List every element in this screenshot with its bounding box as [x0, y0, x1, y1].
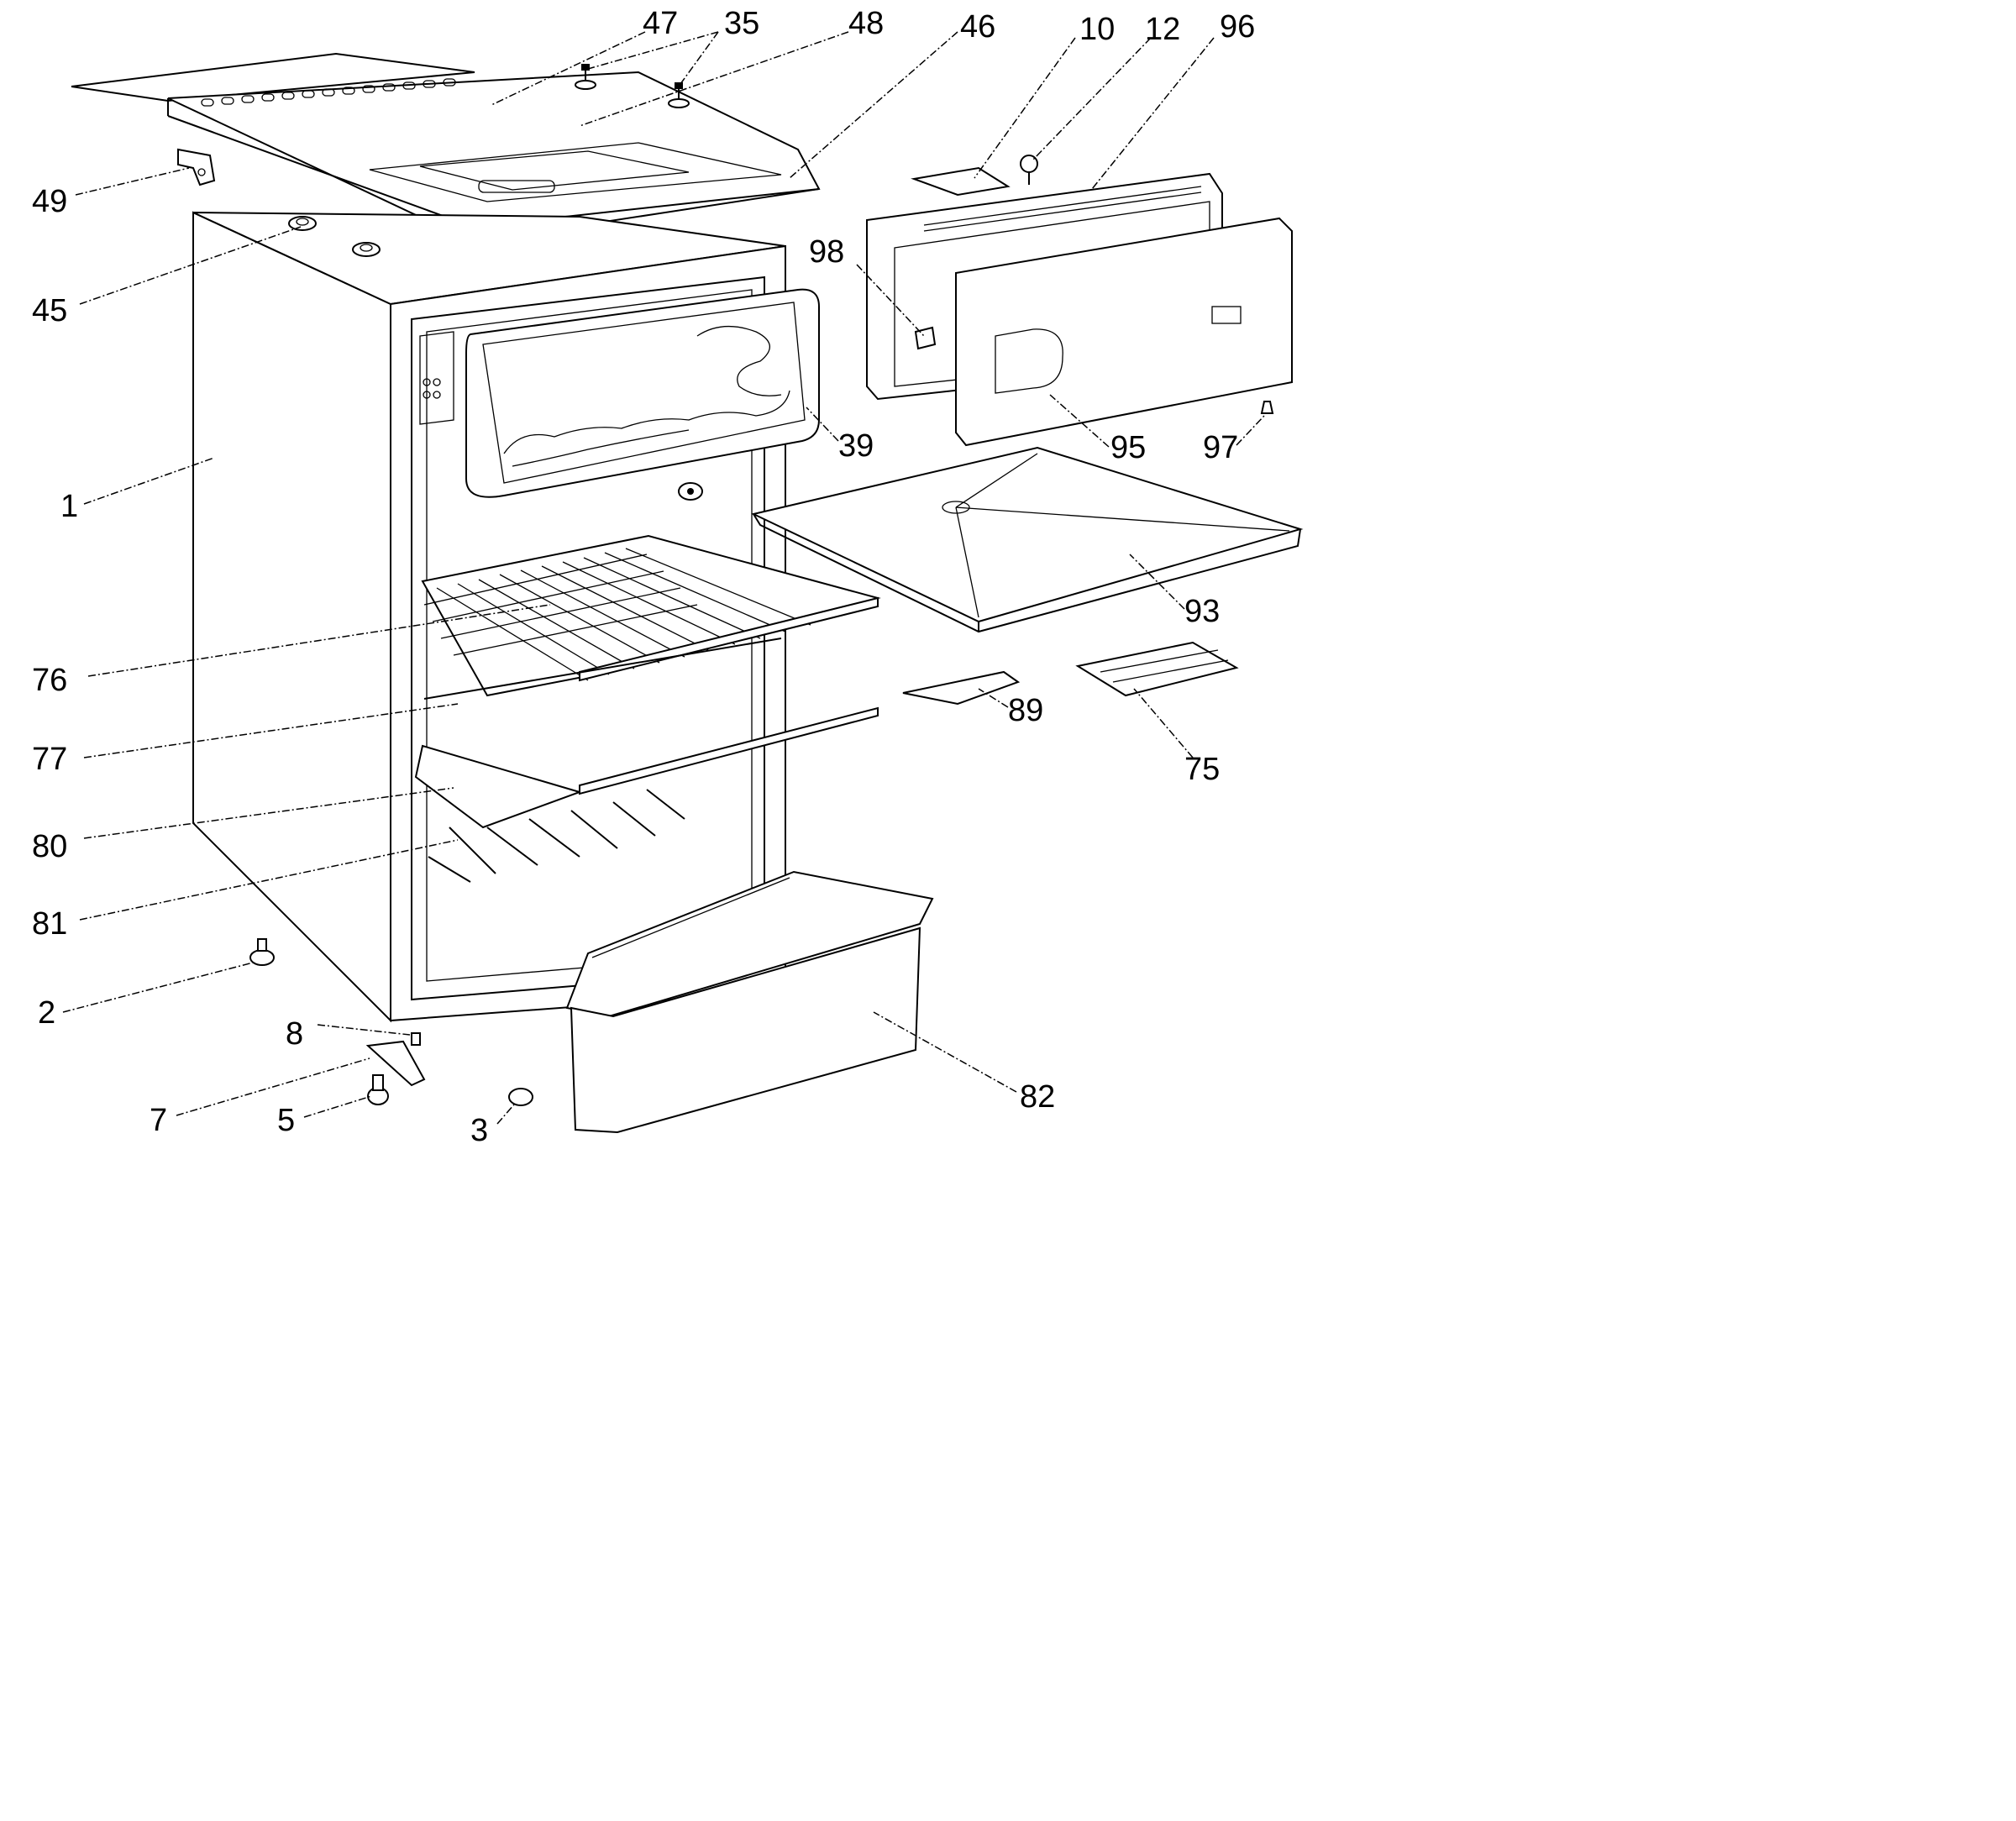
part-label: 95 — [1110, 430, 1146, 465]
part-label: 97 — [1203, 430, 1238, 465]
clip-89 — [902, 670, 1021, 706]
shelf-support-77 — [423, 638, 782, 700]
part-label: 35 — [724, 6, 759, 41]
part-label: 45 — [32, 293, 67, 328]
screw-97 — [1260, 401, 1274, 414]
hinge-98 — [914, 326, 937, 350]
part-label: 89 — [1008, 693, 1043, 728]
part-label: 47 — [643, 6, 678, 41]
part-label: 1 — [60, 489, 78, 524]
part-label: 2 — [38, 995, 55, 1031]
bracket-10 — [911, 166, 1011, 197]
part-label: 5 — [277, 1103, 295, 1138]
part-label: 96 — [1220, 9, 1255, 45]
thermostat-panel — [419, 331, 454, 425]
exploded-parts-diagram: 47 35 48 46 10 12 96 49 45 98 39 95 97 1… — [32, 6, 1304, 1148]
part-label: 81 — [32, 906, 67, 942]
drain-nozzle — [678, 482, 703, 501]
part-label: 82 — [1020, 1079, 1055, 1115]
part-label: 39 — [838, 428, 874, 464]
drip-tray-93 — [750, 446, 1304, 633]
part-label: 3 — [470, 1113, 488, 1148]
nut-3 — [508, 1088, 533, 1106]
crisper-drawer-82 — [565, 870, 934, 1134]
part-label: 10 — [1079, 12, 1115, 47]
part-label: 8 — [286, 1016, 303, 1052]
bracket-49 — [177, 148, 216, 186]
freezer-door-95 — [955, 217, 1293, 447]
part-label: 49 — [32, 184, 67, 219]
leader-lines — [62, 31, 1265, 1125]
screw-8 — [411, 1032, 421, 1046]
part-label: 48 — [848, 6, 884, 41]
part-label: 75 — [1184, 752, 1220, 787]
hinge-plate-7 — [365, 1040, 426, 1087]
part-label: 80 — [32, 829, 67, 864]
ice-tray-75 — [1075, 641, 1239, 697]
screw-35-b — [668, 82, 690, 108]
knob-12 — [1020, 155, 1038, 185]
part-label: 93 — [1184, 594, 1220, 629]
part-label: 76 — [32, 663, 67, 698]
rails-81 — [428, 789, 685, 883]
part-label: 46 — [960, 9, 995, 45]
foot-5 — [367, 1074, 389, 1105]
top-cover — [71, 52, 821, 244]
foot-45-b — [352, 242, 381, 257]
foot-45-a — [288, 216, 317, 231]
part-label: 7 — [150, 1103, 167, 1138]
part-labels: 47 35 48 46 10 12 96 49 45 98 39 95 97 1… — [32, 6, 1255, 1148]
evaporator-39 — [465, 288, 820, 498]
screw-35-a — [575, 64, 596, 90]
glass-shelf-80 — [414, 706, 879, 829]
part-label: 77 — [32, 742, 67, 777]
part-label: 12 — [1145, 12, 1180, 47]
foot-2 — [249, 938, 275, 966]
part-label: 98 — [809, 234, 844, 270]
